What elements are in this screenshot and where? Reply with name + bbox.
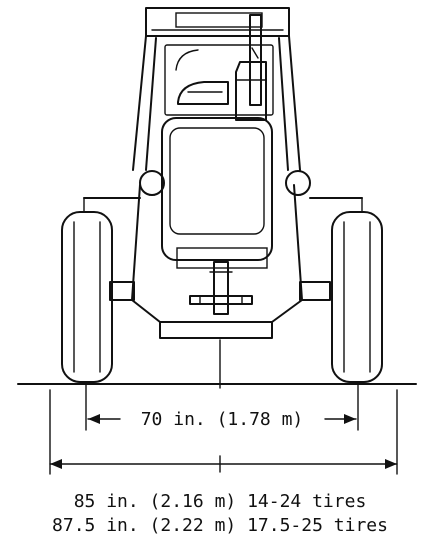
left-headlight	[139, 170, 165, 196]
fender-bar	[83, 197, 363, 213]
outer-dimension-arrow-left	[50, 459, 62, 469]
inner-track-label: 70 in. (1.78 m)	[141, 409, 304, 430]
left-tire	[61, 211, 113, 383]
exhaust-stack	[235, 14, 267, 121]
right-tire	[331, 211, 383, 383]
cab-frame	[132, 35, 301, 171]
inner-dimension-arrow-left	[88, 414, 100, 424]
cab-roof	[145, 7, 290, 37]
inner-track-dimension: 70 in. (1.78 m)	[85, 383, 359, 431]
outer-width-label-line-1: 85 in. (2.16 m) 14-24 tires	[74, 491, 367, 512]
right-headlight	[285, 170, 311, 196]
outer-width-label-line-2: 87.5 in. (2.22 m) 17.5-25 tires	[52, 515, 388, 536]
outer-dimension-arrow-right	[385, 459, 397, 469]
air-intake	[177, 81, 229, 105]
hood-grille	[161, 117, 273, 261]
center-hitch	[189, 261, 253, 315]
axle-beam	[109, 281, 331, 301]
outer-width-dimension	[49, 389, 398, 475]
inner-dimension-arrow-right	[344, 414, 356, 424]
front-axle-housing	[131, 184, 303, 339]
